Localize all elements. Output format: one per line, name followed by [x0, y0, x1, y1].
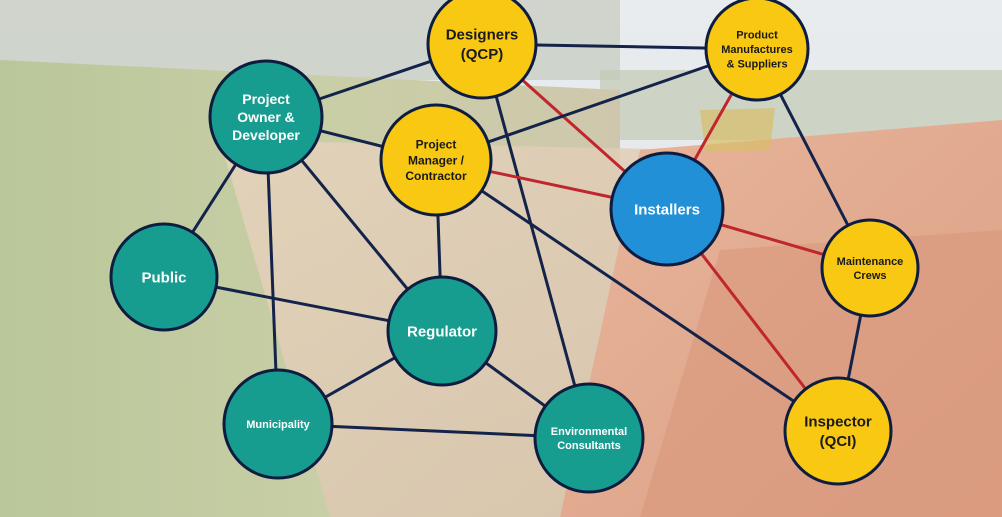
edge-pm-inspector — [434, 158, 840, 433]
node-label-owner: Owner & — [237, 109, 295, 125]
node-label-municipality: Municipality — [246, 419, 310, 431]
node-circle-municipality — [222, 368, 334, 480]
node-label-maintenance: Crews — [853, 270, 886, 282]
node-circle-environmental — [533, 382, 645, 494]
node-circle-designers — [426, 0, 538, 100]
node-label-pm: Contractor — [405, 169, 467, 183]
node-circle-maintenance — [820, 218, 920, 318]
node-circle-inspector — [783, 376, 893, 486]
node-inspector: Inspector (QCI) — [783, 376, 893, 486]
node-label-manufacturers: Product — [736, 30, 778, 42]
node-label-regulator: Regulator — [407, 323, 477, 340]
node-label-inspector: Inspector — [804, 414, 872, 431]
node-label-public: Public — [141, 269, 186, 286]
node-label-designers: Designers — [446, 27, 519, 44]
node-designers: Designers (QCP) — [426, 0, 538, 100]
node-label-manufacturers: & Suppliers — [726, 58, 787, 70]
node-label-designers: (QCP) — [461, 46, 504, 63]
node-label-environmental: Environmental — [551, 426, 627, 438]
node-circle-pm — [379, 103, 493, 217]
node-label-environmental: Consultants — [557, 440, 621, 452]
node-installers: Installers — [609, 151, 725, 267]
node-circle-regulator — [386, 275, 498, 387]
node-label-manufacturers: Manufactures — [721, 44, 793, 56]
node-regulator: Regulator — [386, 275, 498, 387]
node-label-installers: Installers — [634, 201, 700, 218]
node-label-inspector: (QCI) — [820, 433, 857, 450]
node-circle-manufacturers — [704, 0, 810, 102]
node-label-pm: Project — [416, 138, 457, 152]
node-circle-owner — [208, 59, 324, 175]
node-public: Public — [109, 222, 219, 332]
edge-designers-environmental — [480, 42, 591, 440]
node-label-pm: Manager / — [408, 153, 465, 167]
node-circle-public — [109, 222, 219, 332]
edge-manufacturers-pm — [434, 47, 759, 162]
node-label-owner: Project — [242, 91, 290, 107]
node-label-owner: Developer — [232, 127, 300, 143]
node-circle-installers — [609, 151, 725, 267]
node-label-maintenance: Maintenance — [837, 256, 904, 268]
node-municipality: Municipality — [222, 368, 334, 480]
